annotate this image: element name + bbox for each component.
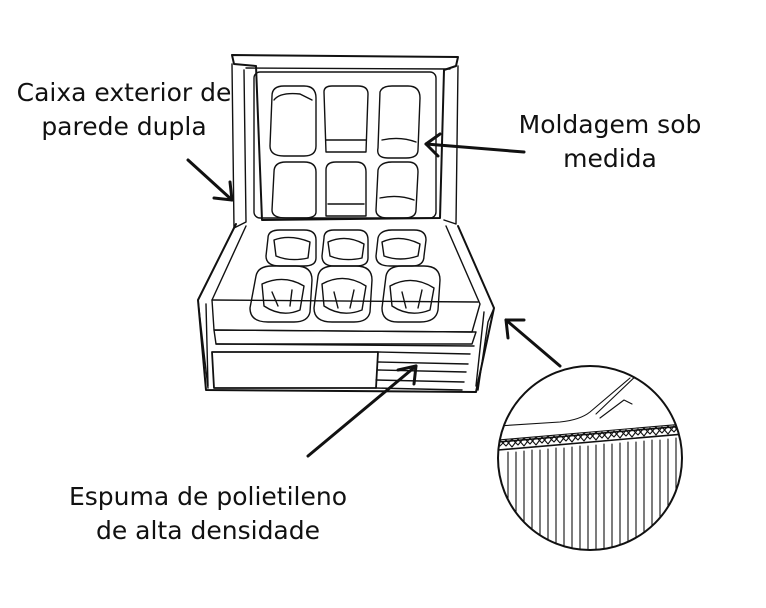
lid-cavities [269, 85, 421, 219]
label-outer-box-line2: parede dupla [41, 112, 207, 141]
label-foam-line1: Espuma de polietileno [68, 482, 347, 511]
label-outer-box-line1: Caixa exterior de [16, 78, 232, 107]
label-foam: Espuma de polietileno de alta densidade [56, 480, 360, 548]
label-foam-line2: de alta densidade [95, 516, 321, 545]
zoom-detail [497, 365, 683, 551]
label-custom-molding: Moldagem sob medida [506, 108, 714, 176]
arrows [186, 132, 562, 458]
box-base [197, 223, 495, 393]
arrow-foam [306, 364, 418, 458]
base-cavities [249, 229, 441, 323]
label-custom-molding-line2: medida [563, 144, 657, 173]
arrow-zoom [504, 318, 562, 368]
label-outer-box: Caixa exterior de parede dupla [8, 76, 240, 144]
box-lid [231, 54, 459, 229]
arrow-molding [424, 132, 526, 158]
label-custom-molding-line1: Moldagem sob [518, 110, 702, 139]
arrow-outer-box [186, 158, 234, 202]
